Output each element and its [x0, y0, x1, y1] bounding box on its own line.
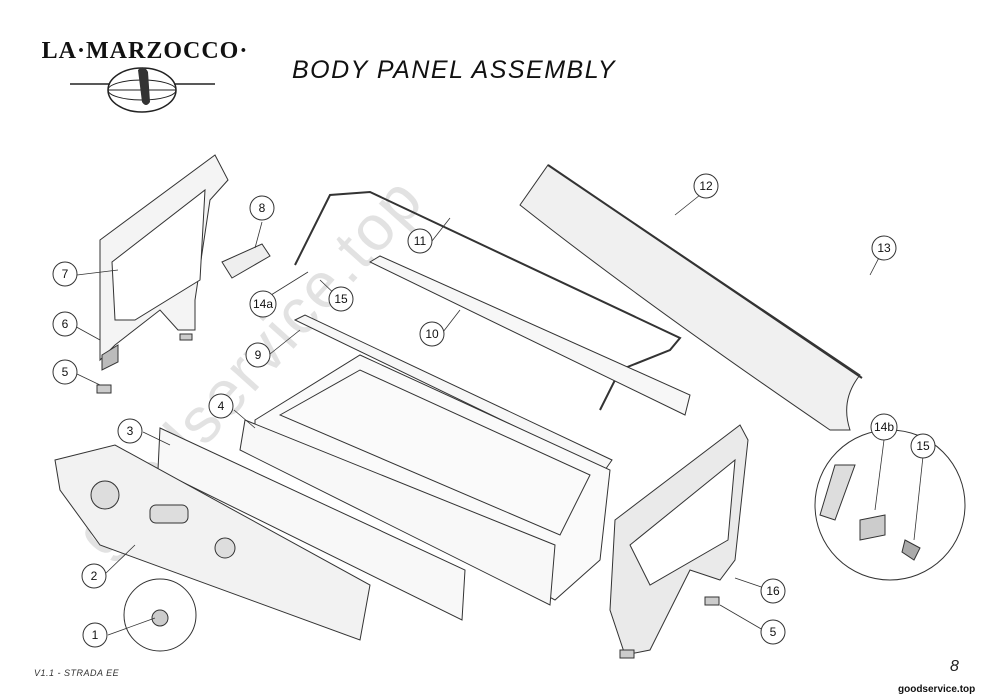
site-label: goodservice.top [898, 684, 976, 695]
callout-13: 13 [877, 241, 891, 255]
front-panel-middle [157, 427, 466, 621]
callout-14b: 14b [874, 420, 894, 434]
bracket [221, 243, 271, 279]
page-number: 8 [950, 658, 959, 675]
callout-16: 16 [766, 584, 780, 598]
callout-9: 9 [255, 348, 262, 362]
callout-5-right: 5 [770, 625, 777, 639]
callout-15-top: 15 [334, 292, 348, 306]
top-panel [519, 164, 861, 431]
callout-14a: 14a [253, 297, 273, 311]
callout-5-left: 5 [62, 365, 69, 379]
version-label: V1.1 - STRADA EE [34, 668, 120, 678]
page-title: BODY PANEL ASSEMBLY [292, 56, 617, 84]
cross-rail [368, 255, 691, 416]
callout-2: 2 [91, 569, 98, 583]
front-panel-inner [239, 419, 556, 606]
front-panel-outer [54, 444, 371, 641]
brand-logo: LA·MARZOCCO· [30, 34, 260, 120]
callout-7: 7 [62, 267, 69, 281]
callout-12: 12 [699, 179, 713, 193]
callout-10: 10 [425, 327, 439, 341]
callout-3: 3 [127, 424, 134, 438]
brand-name: LA·MARZOCCO· [41, 38, 249, 64]
callout-1: 1 [92, 628, 99, 642]
callout-15-detail: 15 [916, 439, 930, 453]
callout-4: 4 [218, 399, 225, 413]
globe-logo-icon [70, 67, 215, 113]
callout-11: 11 [414, 234, 427, 248]
callout-8: 8 [259, 201, 266, 215]
callout-6: 6 [62, 317, 69, 331]
